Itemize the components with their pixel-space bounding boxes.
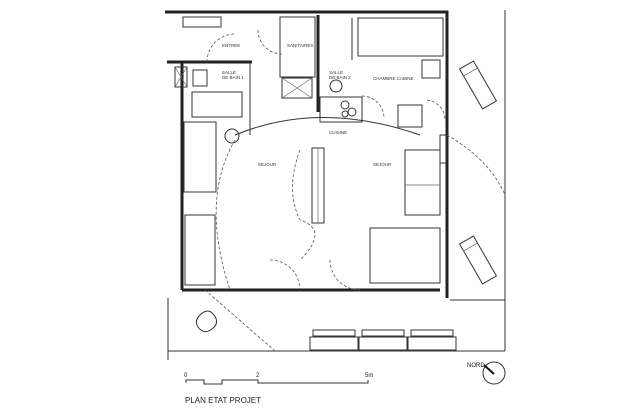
north-arrow: NORD (467, 361, 506, 385)
label-entree: ENTREE (222, 43, 240, 48)
label-salle-bain-2-l1: SALLE (329, 70, 343, 75)
label-cuisine: CUISINE (329, 130, 347, 135)
scale-bar: 0 2 5m (184, 373, 373, 385)
label-sejour-left: SEJOUR (258, 162, 277, 167)
label-chambre-cabine: CHAMBRE CABINE (373, 76, 414, 81)
room-labels: ENTREE SANITAIRES SALLE DE BAIN 1 SALLE … (222, 43, 414, 167)
label-salle-bain-1-l1: SALLE (222, 70, 236, 75)
partitions (174, 16, 444, 286)
walls (165, 10, 506, 360)
scale-tick-0: 0 (184, 373, 188, 379)
door-swings (204, 29, 506, 352)
plan-caption: PLAN ETAT PROJET (185, 396, 261, 405)
label-sanitaires: SANITAIRES (287, 43, 313, 48)
scale-tick-2: 2 (256, 373, 260, 379)
north-label: NORD (467, 363, 485, 369)
terrace-furniture (195, 60, 498, 351)
label-salle-bain-1-l2: DE BAIN 1 (222, 75, 244, 80)
label-sejour-right: SEJOUR (373, 162, 392, 167)
label-salle-bain-2-l2: DE BAIN 2 (329, 75, 351, 80)
scale-tick-5: 5m (365, 373, 373, 379)
